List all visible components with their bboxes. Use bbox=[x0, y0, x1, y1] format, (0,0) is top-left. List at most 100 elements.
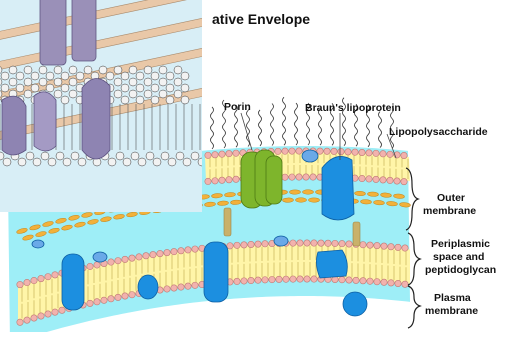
lipid-head bbox=[101, 297, 107, 303]
lipid-head bbox=[233, 150, 239, 156]
lipid-head bbox=[205, 152, 211, 158]
lipid-head bbox=[17, 281, 23, 287]
lipid-head bbox=[157, 250, 163, 256]
lipid-head bbox=[233, 176, 239, 182]
inset-head bbox=[191, 152, 199, 160]
lipid-head bbox=[402, 245, 408, 251]
lipid-head bbox=[87, 263, 93, 269]
lipid-head bbox=[171, 248, 177, 254]
inset-head bbox=[116, 152, 124, 160]
lipid-head bbox=[374, 279, 380, 285]
lipid-head bbox=[31, 277, 37, 283]
lipid-head bbox=[59, 307, 65, 313]
lipid-head bbox=[318, 240, 324, 246]
lipid-head bbox=[234, 278, 240, 284]
inset-head bbox=[151, 72, 159, 80]
lipid-head bbox=[45, 311, 51, 317]
lipid-head bbox=[108, 259, 114, 265]
lipid-head bbox=[276, 276, 282, 282]
inset-head bbox=[56, 152, 64, 160]
inset-head bbox=[16, 84, 24, 92]
lipid-head bbox=[325, 240, 331, 246]
inset-head bbox=[129, 90, 137, 98]
label-periplasmic: Periplasmic bbox=[431, 238, 490, 250]
inset-head bbox=[161, 152, 169, 160]
lipid-head bbox=[38, 313, 44, 319]
lipid-head bbox=[52, 309, 58, 315]
inset-head bbox=[46, 72, 54, 80]
inset-protein bbox=[2, 96, 26, 155]
lipid-head bbox=[282, 148, 288, 154]
lipid-head bbox=[164, 286, 170, 292]
label-lipopolysaccharide: Lipopolysaccharide bbox=[389, 126, 488, 138]
inset-protein bbox=[82, 78, 110, 159]
lipid-head bbox=[164, 249, 170, 255]
lipid-head bbox=[248, 277, 254, 283]
lipid-head bbox=[366, 176, 372, 182]
lipid-head bbox=[359, 149, 365, 155]
periplasm-small-protein bbox=[93, 252, 107, 262]
lipid-head bbox=[136, 254, 142, 260]
lipid-head bbox=[353, 277, 359, 283]
lipid-head bbox=[283, 276, 289, 282]
lipid-head bbox=[115, 257, 121, 263]
inset-head bbox=[159, 66, 167, 74]
porin-pointer bbox=[241, 113, 252, 150]
plasma-protein bbox=[62, 254, 84, 310]
lipid-head bbox=[304, 240, 310, 246]
inset-head bbox=[24, 90, 32, 98]
porin-protein bbox=[241, 150, 282, 208]
lipid-head bbox=[38, 275, 44, 281]
inset-head bbox=[159, 78, 167, 86]
inset-head bbox=[131, 152, 139, 160]
inset-head bbox=[138, 158, 146, 166]
lipid-head bbox=[212, 152, 218, 158]
lipid-head bbox=[226, 177, 232, 183]
inset-head bbox=[31, 72, 39, 80]
lipid-head bbox=[373, 150, 379, 156]
inset-3d-membrane bbox=[0, 0, 209, 212]
label-outer: Outer bbox=[437, 192, 465, 204]
lipid-head bbox=[241, 242, 247, 248]
lipid-head bbox=[366, 150, 372, 156]
lipid-head bbox=[219, 177, 225, 183]
lipid-head bbox=[360, 278, 366, 284]
inset-head bbox=[136, 84, 144, 92]
lipid-head bbox=[185, 247, 191, 253]
inset-head bbox=[181, 84, 189, 92]
lipid-head bbox=[108, 296, 114, 302]
inset-head bbox=[18, 158, 26, 166]
lipid-head bbox=[226, 150, 232, 156]
lps-chain bbox=[319, 109, 322, 145]
inset-pillar bbox=[40, 0, 66, 65]
inset-head bbox=[114, 90, 122, 98]
lipid-head bbox=[87, 300, 93, 306]
lipid-head bbox=[311, 276, 317, 282]
peptidoglycan-unit bbox=[282, 198, 293, 203]
lipid-head bbox=[402, 281, 408, 287]
peptidoglycan-unit bbox=[302, 190, 313, 194]
lipid-head bbox=[262, 241, 268, 247]
inset-head bbox=[174, 78, 182, 86]
lipid-head bbox=[331, 148, 337, 154]
inset-head bbox=[151, 84, 159, 92]
lipid-head bbox=[317, 148, 323, 154]
lipid-head bbox=[401, 152, 407, 158]
label-brauns-lipoprotein: Braun's lipoprotein bbox=[305, 102, 401, 114]
inset-head bbox=[114, 66, 122, 74]
inset-head bbox=[69, 90, 77, 98]
inset-head bbox=[174, 66, 182, 74]
inset-head bbox=[129, 66, 137, 74]
periplasm-small-protein bbox=[274, 236, 288, 246]
lipid-head bbox=[282, 174, 288, 180]
inset-head bbox=[183, 158, 191, 166]
inset-head bbox=[166, 72, 174, 80]
lipid-head bbox=[205, 178, 211, 184]
inset-head bbox=[99, 66, 107, 74]
lps-chain bbox=[283, 97, 286, 145]
lps-chain bbox=[211, 107, 214, 149]
inset-head bbox=[146, 152, 154, 160]
lipid-head bbox=[395, 280, 401, 286]
lps-chain bbox=[259, 110, 262, 146]
inset-head bbox=[1, 84, 9, 92]
